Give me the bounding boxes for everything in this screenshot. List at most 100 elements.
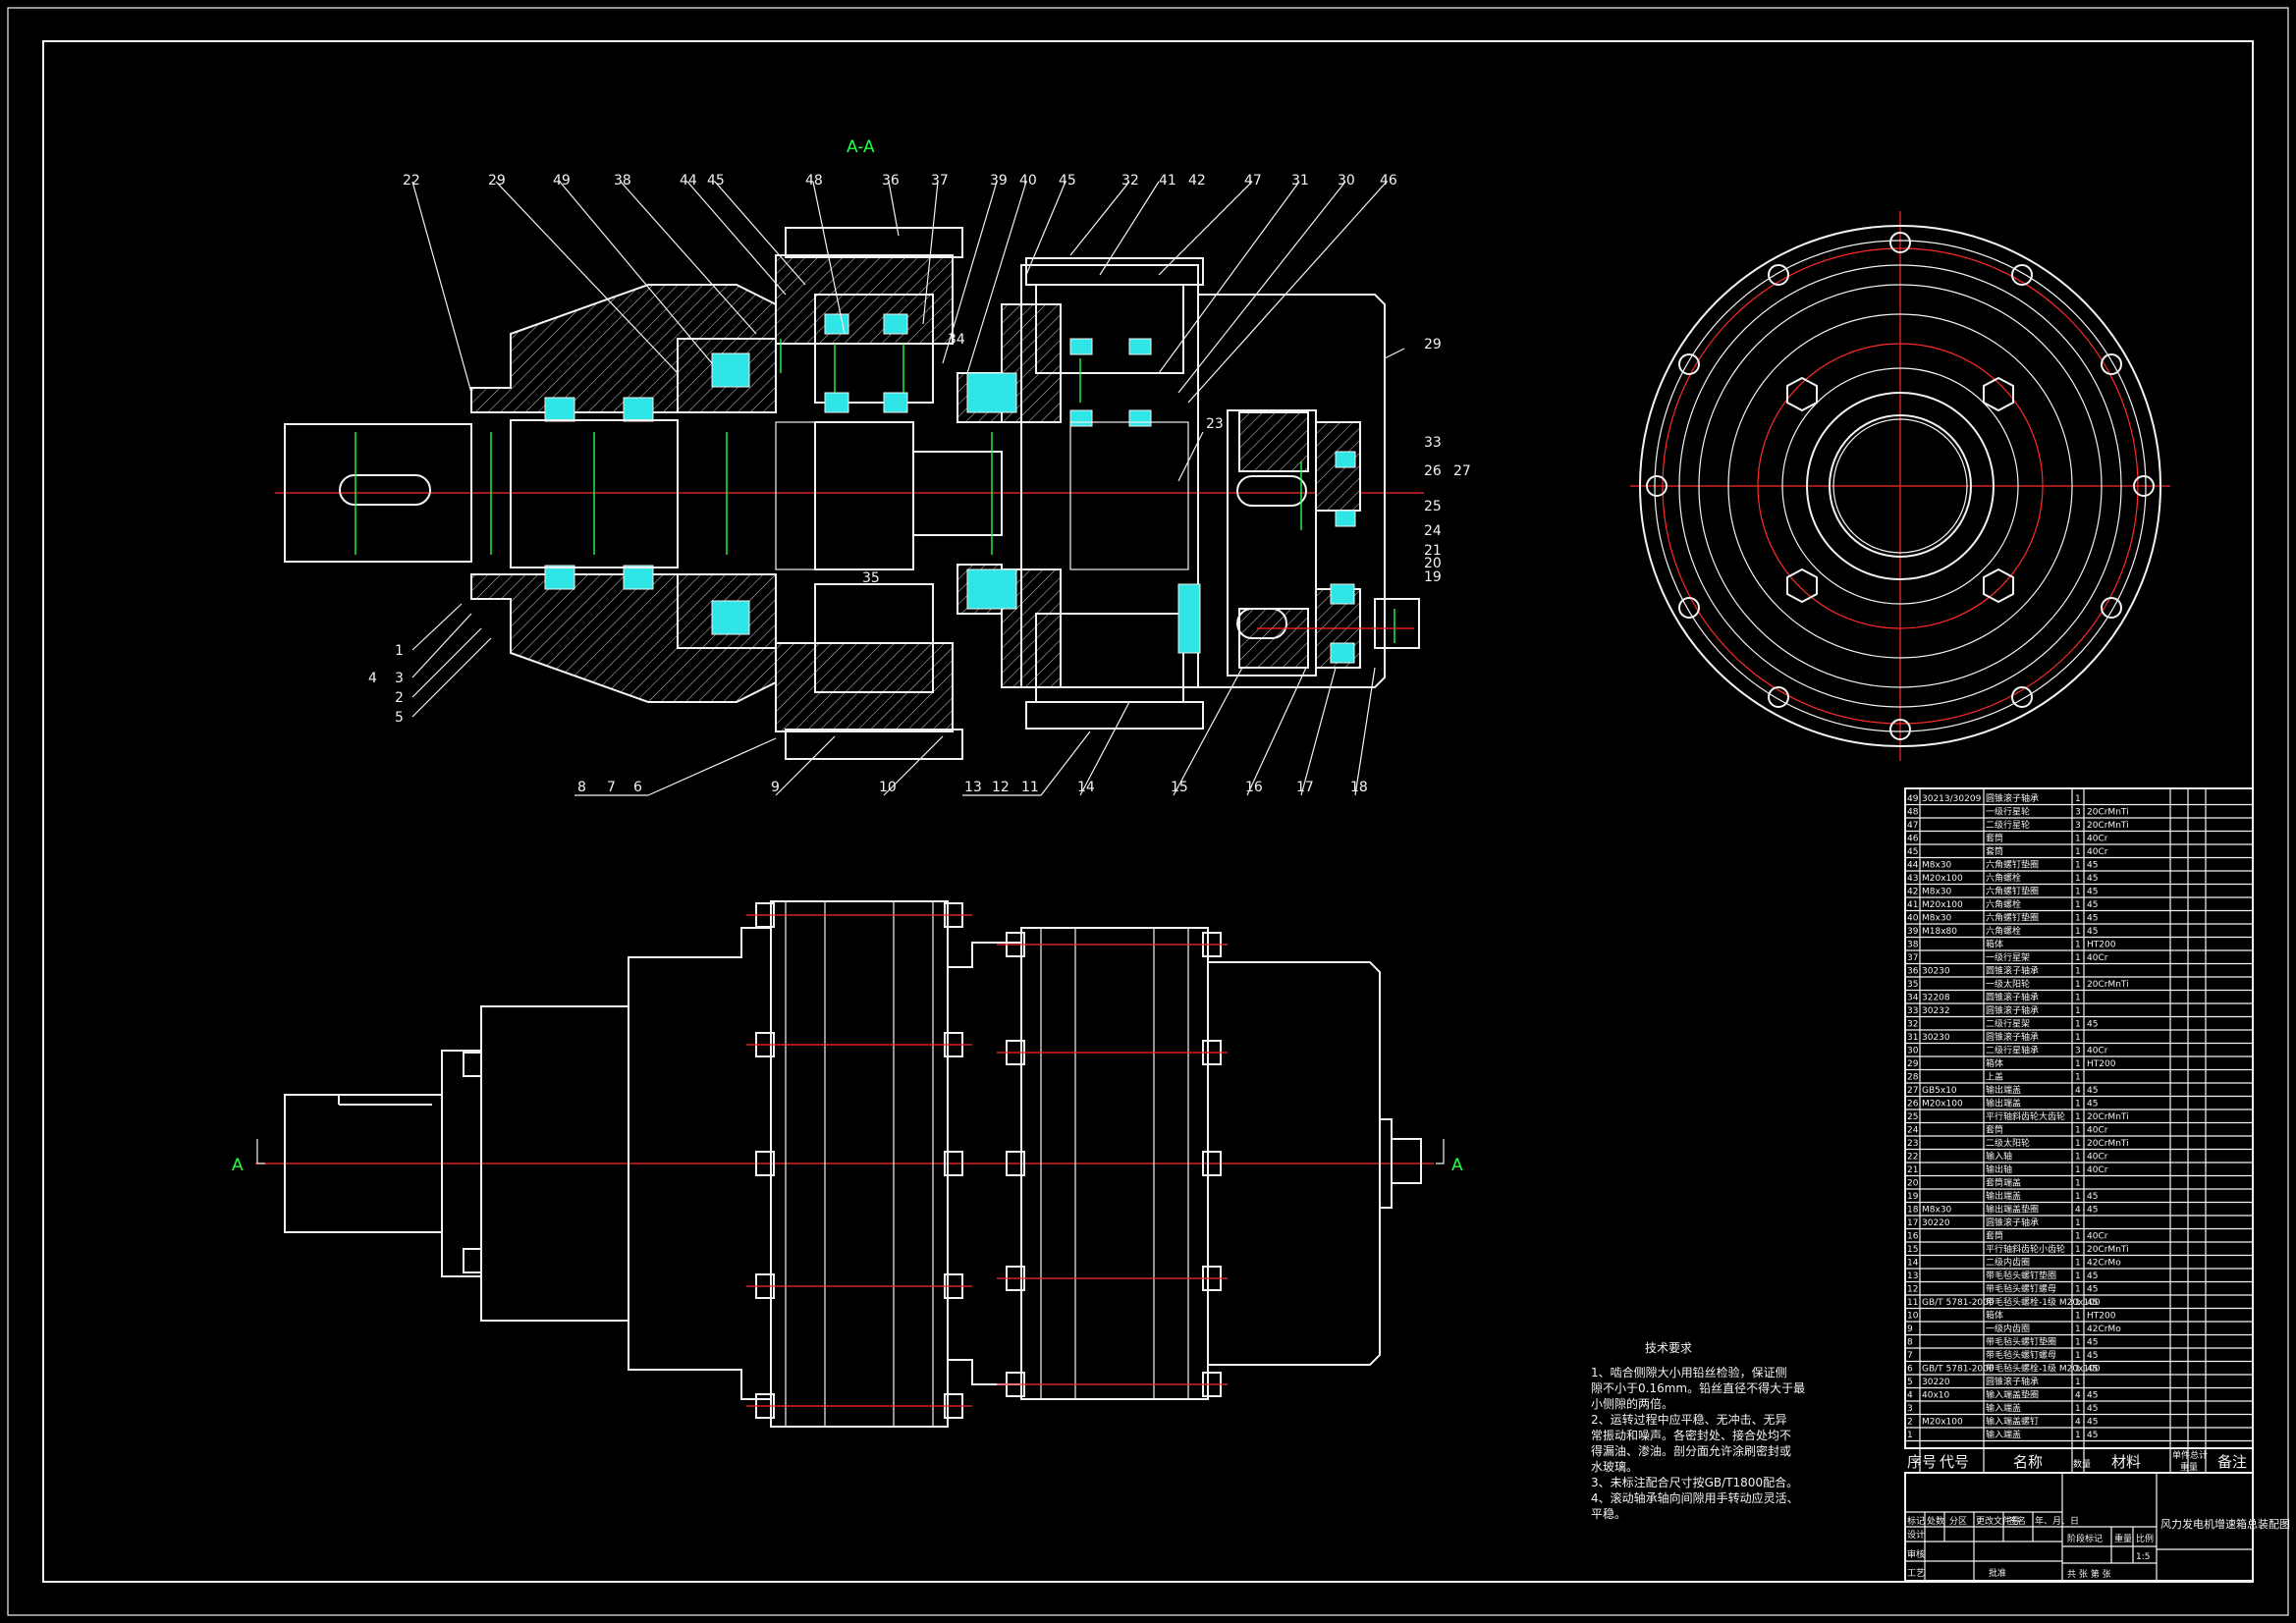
bom-cell-no: 30 <box>1907 1047 1919 1056</box>
bom-cell-material: 45 <box>2087 1271 2098 1281</box>
callout-label: 14 <box>1077 780 1095 795</box>
bom-cell-no: 41 <box>1907 900 1918 910</box>
bom-cell-code: M20x100 <box>1922 900 1963 910</box>
callouts: 22 29 49 38 44 45 48 36 37 39 40 45 32 4… <box>368 173 1471 796</box>
bom-cell-material: 40Cr <box>2087 847 2108 857</box>
bom-header-remark: 备注 <box>2217 1453 2247 1471</box>
bom-cell-qty: 1 <box>2075 1351 2081 1361</box>
tech-line: 小侧隙的两倍。 <box>1591 1396 1673 1411</box>
bom-header-total: 总计 <box>2190 1449 2208 1461</box>
callout-label: 41 <box>1159 173 1176 189</box>
bom-cell-name: 带毛毡头螺栓-1级 M20x100 <box>1986 1296 2101 1308</box>
bom-cell-material: 45 <box>2087 1351 2098 1361</box>
bom-cell-no: 1 <box>1907 1431 1913 1440</box>
callout-label: 25 <box>1424 499 1442 514</box>
tb-sheet: 共 张 第 张 <box>2067 1568 2111 1580</box>
bom-cell-no: 12 <box>1907 1285 1918 1295</box>
end-view-bolts <box>1646 232 2155 740</box>
tech-requirements: 技术要求 1、啮合侧隙大小用铅丝检验，保证侧 隙不小于0.16mm。铅丝直径不得… <box>1591 1341 1805 1521</box>
bom-cell-code: 40x10 <box>1922 1391 1950 1401</box>
callout-label: 27 <box>1453 463 1471 479</box>
bom-cell-name: 圆锥滚子轴承 <box>1986 1004 2039 1016</box>
bom-cell-qty: 4 <box>2075 1391 2081 1401</box>
bom-cell-material: 40Cr <box>2087 1153 2108 1163</box>
callout-label: 19 <box>1424 569 1442 585</box>
bom-cell-code: GB5x10 <box>1922 1086 1957 1096</box>
bom-cell-qty: 1 <box>2075 1271 2081 1281</box>
bom-cell-qty: 1 <box>2075 994 2081 1003</box>
callout-label: 10 <box>879 780 897 795</box>
bom-cell-name: 带毛毡头螺钉垫圈 <box>1986 1270 2056 1281</box>
bom-cell-name: 二级行星轴承 <box>1986 1045 2039 1056</box>
bom-cell-no: 36 <box>1907 967 1919 977</box>
callout-label: 31 <box>1291 173 1309 189</box>
bom-cell-no: 23 <box>1907 1139 1918 1149</box>
bom-cell-no: 48 <box>1907 808 1919 818</box>
bom-cell-no: 4 <box>1907 1391 1913 1401</box>
bom-cell-no: 40 <box>1907 914 1919 924</box>
tech-line: 隙不小于0.16mm。铅丝直径不得大于最 <box>1591 1380 1805 1395</box>
bom-cell-material: 45 <box>2087 1365 2098 1375</box>
bom-cell-material: HT200 <box>2087 941 2116 950</box>
stage2-housing <box>957 257 1204 730</box>
bom-cell-qty: 1 <box>2075 1033 2081 1043</box>
bom-cell-no: 2 <box>1907 1418 1913 1428</box>
bom-cell-qty: 1 <box>2075 980 2081 990</box>
bom-cell-no: 19 <box>1907 1192 1919 1202</box>
bom-cell-no: 15 <box>1907 1245 1918 1255</box>
bom-cell-no: 9 <box>1907 1325 1913 1334</box>
bom-cell-qty: 1 <box>2075 900 2081 910</box>
bom-cell-code: 30232 <box>1922 1006 1950 1016</box>
bom-cell-qty: 1 <box>2075 1404 2081 1414</box>
callout-label: 3 <box>395 671 404 686</box>
bom-cell-name: 一级太阳轮 <box>1986 978 2030 990</box>
bom-cell-no: 34 <box>1907 994 1919 1003</box>
drawing-title: 风力发电机增速箱总装配图 <box>2160 1517 2290 1531</box>
bom-cell-no: 3 <box>1907 1404 1913 1414</box>
callout-label: 38 <box>614 173 631 189</box>
bom-cell-material: 45 <box>2087 1338 2098 1348</box>
bom-cell-material: 40Cr <box>2087 1126 2108 1136</box>
callout-label: 26 <box>1424 463 1442 479</box>
tb-mark: 标记 <box>1907 1515 1925 1527</box>
bom-cell-no: 39 <box>1907 927 1919 937</box>
view-mark-right: A <box>1451 1156 1463 1175</box>
bom-cell-no: 20 <box>1907 1179 1919 1189</box>
bom-cell-material: 45 <box>2087 927 2098 937</box>
callout-label: 39 <box>990 173 1008 189</box>
bom-cell-name: 套筒 <box>1986 845 2003 857</box>
bom-cell-no: 17 <box>1907 1218 1918 1228</box>
bom-cell-qty: 1 <box>2075 967 2081 977</box>
bom-cell-name: 输入轴 <box>1986 1151 2012 1163</box>
bom-cell-no: 46 <box>1907 835 1919 844</box>
bom-cell-name: 带毛毡头螺钉螺母 <box>1986 1283 2056 1295</box>
bom-cell-name: 圆锥滚子轴承 <box>1986 1031 2039 1043</box>
bom-header-code: 代号 <box>1940 1453 1969 1471</box>
tech-line: 平稳。 <box>1591 1506 1626 1521</box>
bom-cell-code: 32208 <box>1922 994 1950 1003</box>
bom-cell-no: 28 <box>1907 1073 1919 1083</box>
bom-cell-material: 20CrMnTi <box>2087 808 2129 818</box>
bom-cell-no: 10 <box>1907 1312 1919 1322</box>
bom-cell-material: 45 <box>2087 1418 2098 1428</box>
bom-cell-material: 20CrMnTi <box>2087 1112 2129 1122</box>
bom-cell-code: M8x30 <box>1922 914 1952 924</box>
tb-check: 审核 <box>1907 1548 1925 1560</box>
sun-shaft <box>775 421 1003 570</box>
tech-line: 常振动和噪声。各密封处、接合处均不 <box>1591 1428 1791 1442</box>
bom-cell-no: 24 <box>1907 1126 1919 1136</box>
bom-cell-name: 输入端盖 <box>1986 1429 2021 1440</box>
callout-label: 35 <box>862 570 880 586</box>
bom-cell-no: 37 <box>1907 953 1918 963</box>
callout-label: 2 <box>395 690 404 706</box>
bom-cell-qty: 1 <box>2075 1020 2081 1030</box>
bom-cell-material: 40Cr <box>2087 953 2108 963</box>
tb-scale: 比例 <box>2136 1533 2154 1544</box>
bom-cell-name: 一级行星架 <box>1986 951 2030 963</box>
bom-cell-code: GB/T 5781-2000 <box>1922 1298 1995 1308</box>
bom-cell-name: 箱体 <box>1986 1310 2003 1322</box>
end-view <box>1630 211 2170 761</box>
bom-cell-name: 六角螺栓 <box>1986 872 2021 884</box>
tb-count: 处数 <box>1927 1515 1944 1527</box>
